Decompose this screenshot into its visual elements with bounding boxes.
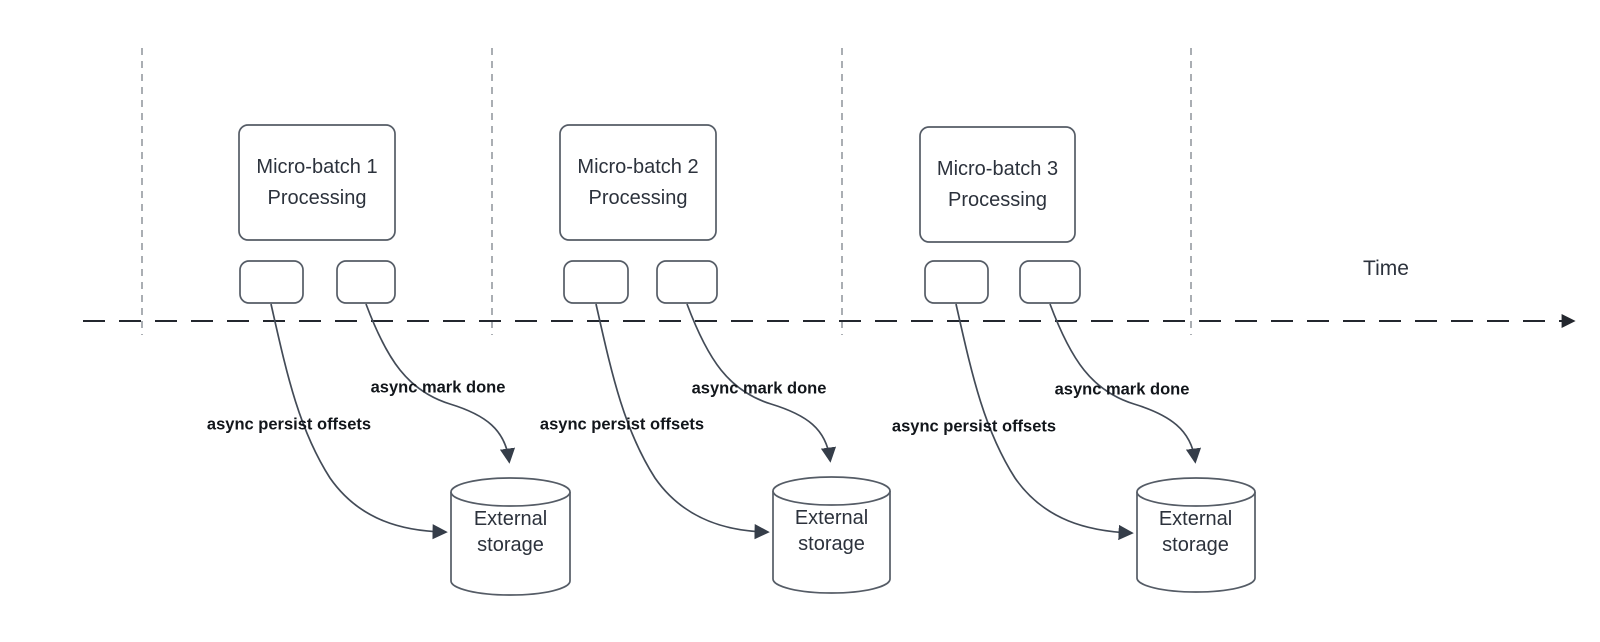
external-storage-label-1-line2: storage	[477, 534, 544, 556]
persist-offsets-arrow-2	[595, 303, 770, 540]
mark-done-node-1	[336, 260, 396, 304]
microbatch-1-label: Micro-batch 1 Processing	[239, 125, 395, 240]
external-storage-cylinder-3	[1136, 477, 1256, 593]
microbatch-box-3	[919, 126, 1076, 243]
external-storage-label-2-line2: storage	[798, 533, 865, 555]
external-storage-label-3: External storage	[1136, 492, 1255, 572]
microbatch-3-label-line1: Micro-batch 3	[936, 157, 1059, 180]
mark-done-arrow-2	[686, 303, 837, 463]
microbatch-1-label-line1: Micro-batch 1	[256, 155, 378, 178]
persist-offsets-label-3: async persist offsets	[891, 417, 1057, 436]
external-storage-label-1: External storage	[451, 492, 570, 572]
mark-done-node-3	[1019, 260, 1081, 304]
persist-offsets-arrow-1	[270, 303, 448, 540]
persist-offsets-node-1	[239, 260, 304, 304]
external-storage-label-3-line2: storage	[1162, 534, 1229, 556]
mark-done-arrow-1	[365, 303, 516, 464]
microbatch-2-label: Micro-batch 2 Processing	[560, 125, 716, 240]
external-storage-cylinder-1	[450, 477, 571, 596]
persist-offsets-node-3	[924, 260, 989, 304]
external-storage-label-3-line1: External	[1158, 508, 1233, 530]
external-storage-cylinder-2	[772, 476, 891, 594]
mark-done-label-1: async mark done	[370, 378, 506, 397]
persist-offsets-node-2	[563, 260, 629, 304]
mark-done-label-3: async mark done	[1054, 380, 1190, 399]
persist-offsets-label-1: async persist offsets	[206, 415, 372, 434]
microbatch-3-label-line2: Processing	[948, 188, 1047, 211]
microbatch-box-2	[559, 124, 717, 241]
external-storage-label-1-line1: External	[473, 508, 548, 530]
microbatch-2-label-line2: Processing	[588, 186, 688, 209]
time-label: Time	[1363, 257, 1409, 280]
external-storage-label-2: External storage	[772, 491, 891, 571]
mark-done-node-2	[656, 260, 718, 304]
mark-done-arrow-3	[1049, 303, 1202, 464]
microbatch-box-1	[238, 124, 396, 241]
microbatch-2-label-line1: Micro-batch 2	[577, 155, 699, 178]
microbatch-1-label-line2: Processing	[267, 186, 367, 209]
external-storage-label-2-line1: External	[794, 507, 869, 529]
mark-done-label-2: async mark done	[691, 379, 827, 398]
persist-offsets-arrow-3	[955, 303, 1134, 541]
persist-offsets-label-2: async persist offsets	[539, 415, 705, 434]
microbatch-3-label: Micro-batch 3 Processing	[920, 127, 1075, 242]
